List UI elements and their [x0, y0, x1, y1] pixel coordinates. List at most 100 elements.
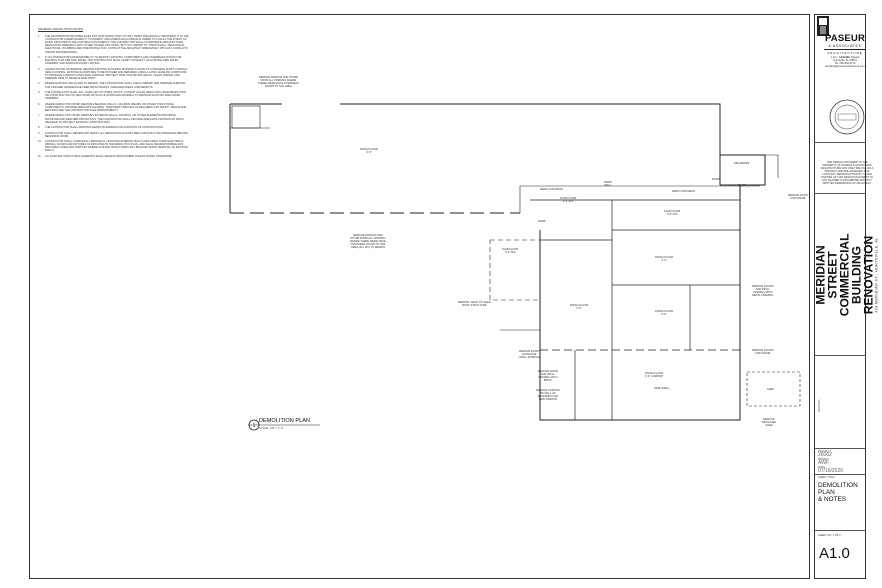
note-text: CONTRACTOR SHALL COMPLETELY REMOVE ALL E…	[45, 140, 188, 153]
note-text: WHERE DEMOLITION WORK REMOVES EXTERIOR W…	[45, 114, 184, 124]
project-address: 428 MERIDIAN ST., HUNTSVILLE, AL	[874, 237, 879, 313]
note-item: 9. CONTRACTOR SHALL REVIEW AND VERIFY ALL…	[38, 132, 190, 138]
wall-upper-north-2	[340, 103, 721, 185]
firm-name: PASEUR	[824, 33, 866, 44]
sheet-title-label: SHEET TITLE	[818, 476, 835, 479]
label-slab-floor-3: SLAB FLOOR 0'-3" AFF	[502, 248, 519, 254]
notes-list: 1. THE INFORMATION PROVIDED DOES NOT LIMI…	[38, 35, 190, 158]
note-text: THE CONTRACTOR SHALL FILL VOIDS LEFT BY …	[45, 91, 186, 101]
project-title-block: MERIDIAN STREET COMMERCIAL BUILDING RENO…	[814, 200, 879, 350]
label-remove-doors-infill: REMOVE DOORS AND INFILL OPENING WITH MET…	[752, 285, 774, 297]
note-text: ALL EXISTING STRUCTURAL ELEMENTS SHALL R…	[45, 154, 173, 158]
note-text: WHERE DEMOLITION WORK REMOVES BEARING WA…	[45, 102, 187, 112]
note-number: 6.	[38, 102, 41, 106]
label-slab-floor-1: SLAB FLOOR 0'-3" AFF	[560, 197, 577, 203]
tb-divider-2	[814, 193, 866, 194]
label-shed: SHED	[767, 388, 775, 391]
firm-sub: & ASSOCIATES	[828, 44, 862, 48]
note-number: 4.	[38, 82, 41, 86]
label-open-area: OPEN AREA	[654, 387, 669, 390]
general-notes: GENERAL DEMOLITION NOTES 1. THE INFORMATI…	[38, 27, 190, 160]
plan-scale: SCALE: 1/8" = 1'-0"	[259, 426, 284, 430]
label-finish-floor-2: FINISH FLOOR 0'-0"	[655, 256, 674, 262]
field-project: PROJECT 26002	[818, 449, 864, 458]
note-item: 11.ALL EXISTING STRUCTURAL ELEMENTS SHAL…	[38, 155, 190, 158]
sheet-number: A1.0	[819, 545, 850, 562]
note-text: UNLESS NOTED OTHERWISE, REMOVE EXISTING …	[45, 67, 188, 80]
drawn-by: AWF	[818, 460, 829, 466]
note-text: THE INFORMATION PROVIDED DOES NOT LIMIT …	[45, 35, 189, 54]
label-ramp-1: RAMP	[712, 178, 720, 181]
note-number: 1.	[38, 35, 41, 39]
tb-divider-5	[814, 474, 866, 475]
label-remove-window-top: REMOVE WINDOW AND STORE FROM ALL OPENING…	[258, 76, 299, 88]
label-ramp-2: RAMP	[738, 184, 746, 187]
project-number: 26002	[818, 452, 832, 458]
wall-lower-east	[539, 185, 741, 421]
field-date: DATE 07/16/2026	[818, 465, 864, 474]
plan-title: DEMOLITION PLAN	[259, 418, 310, 424]
note-text: CONTRACTOR SHALL REVIEW AND VERIFY ALL D…	[45, 131, 188, 138]
note-item: 10.CONTRACTOR SHALL COMPLETELY REMOVE AL…	[38, 140, 190, 152]
deliveries-wall	[720, 154, 766, 186]
label-finish-floor-1: FINISH FLOOR 0'-0"	[360, 148, 379, 154]
label-remove-detached-shed: REMOVE DETACHED SHED	[762, 418, 777, 427]
note-item: 3. UNLESS NOTED OTHERWISE, REMOVE EXISTIN…	[38, 68, 190, 80]
firm-sub2: ARCHITECTURE LLC	[824, 49, 866, 59]
corner-room	[231, 105, 261, 129]
detached-shed	[746, 371, 801, 407]
note-number: 8.	[38, 126, 41, 130]
label-demo-wall: DEMO WALL	[604, 181, 612, 187]
label-remove-door-infill: REMOVE DOOR AND INFILL OPENING WITH BRIC…	[538, 370, 558, 382]
note-text: IT IS CONTRACTOR'S RESPONSIBILITY TO IDE…	[45, 56, 182, 66]
notes-heading: GENERAL DEMOLITION NOTES	[38, 27, 83, 31]
sheet-title: DEMOLITION PLAN & NOTES	[818, 482, 858, 503]
project-label: PROJECT	[818, 449, 832, 453]
deliveries-wall-2	[765, 154, 779, 178]
note-number: 2.	[38, 56, 41, 60]
label-remove-entry: REMOVE ENTRY ENTRANCE INFILL W/ BRICK	[519, 350, 540, 359]
tb-divider-3	[814, 355, 866, 356]
sheet-number-label: SHEET NO. 1 OF 3	[818, 534, 841, 537]
note-item: 8. THE CONTRACTOR SHALL MAINTAIN MEANS OF…	[38, 126, 190, 129]
disclaimer: THIS DESIGN DOCUMENT IS THE PROPERTY OF …	[820, 161, 874, 185]
sheet-border	[29, 14, 810, 579]
label-remove-portion: REMOVE PORTION OF WALL AS REQUIRED FOR N…	[536, 389, 560, 401]
label-remove-window-mid: REMOVE WINDOW AND STORE FROM ALL OPENING…	[350, 234, 386, 249]
note-text: WHERE EXISTING WALLS ARE TO REMAIN, THE …	[45, 82, 186, 89]
revision-area: REVISION	[814, 360, 866, 448]
project-title: MERIDIAN STREET COMMERCIAL BUILDING RENO…	[813, 233, 876, 317]
lean-to-structure	[489, 239, 541, 301]
note-number: 7.	[38, 114, 41, 118]
title-block: PASEUR & ASSOCIATES ARCHITECTURE LLC 1 D…	[814, 14, 873, 579]
label-deliveries: DELIVERIES	[734, 162, 750, 165]
note-item: 4. WHERE EXISTING WALLS ARE TO REMAIN, TH…	[38, 82, 190, 88]
architect-seal-icon	[829, 99, 865, 135]
label-finish-floor-3: FINISH FLOOR 0'-0"	[570, 304, 589, 310]
firm-logo-icon	[817, 16, 829, 36]
field-drawn: DRAWN AWF	[818, 457, 864, 466]
date-label: DATE	[818, 465, 826, 469]
tb-divider-4	[814, 448, 866, 449]
svg-text:1: 1	[253, 423, 256, 429]
tb-divider-6	[814, 530, 866, 531]
drawn-label: DRAWN	[818, 457, 829, 461]
note-item: 2. IT IS CONTRACTOR'S RESPONSIBILITY TO I…	[38, 56, 190, 65]
note-item: 1. THE INFORMATION PROVIDED DOES NOT LIMI…	[38, 35, 190, 54]
label-remove-doors-frame: REMOVE DOORS AND FRAME	[752, 349, 774, 355]
note-number: 10.	[38, 140, 42, 144]
label-demo-concrete: DEMO CONCRETE	[540, 188, 564, 191]
note-number: 3.	[38, 67, 41, 71]
revision-label: REVISION	[818, 399, 821, 412]
label-remove-lean-to: REMOVE "LEAN TO" SHED ROOF STRUCTURE	[458, 301, 491, 307]
note-text: THE CONTRACTOR SHALL MAINTAIN MEANS OF E…	[45, 126, 164, 130]
note-item: 6. WHERE DEMOLITION WORK REMOVES BEARING …	[38, 103, 190, 112]
label-finish-floor-carpet: FINISH FLOOR 0'-0" (CARPET)	[645, 372, 664, 378]
note-number: 9.	[38, 131, 41, 135]
label-ramp-3: RAMP	[538, 220, 546, 223]
note-item: 5.THE CONTRACTOR SHALL FILL VOIDS LEFT B…	[38, 91, 190, 100]
plan-title-symbol: 1	[248, 419, 320, 431]
date-value: 07/16/2026	[818, 468, 844, 474]
label-finish-floor-4: FINISH FLOOR 0'-0"	[655, 310, 674, 316]
